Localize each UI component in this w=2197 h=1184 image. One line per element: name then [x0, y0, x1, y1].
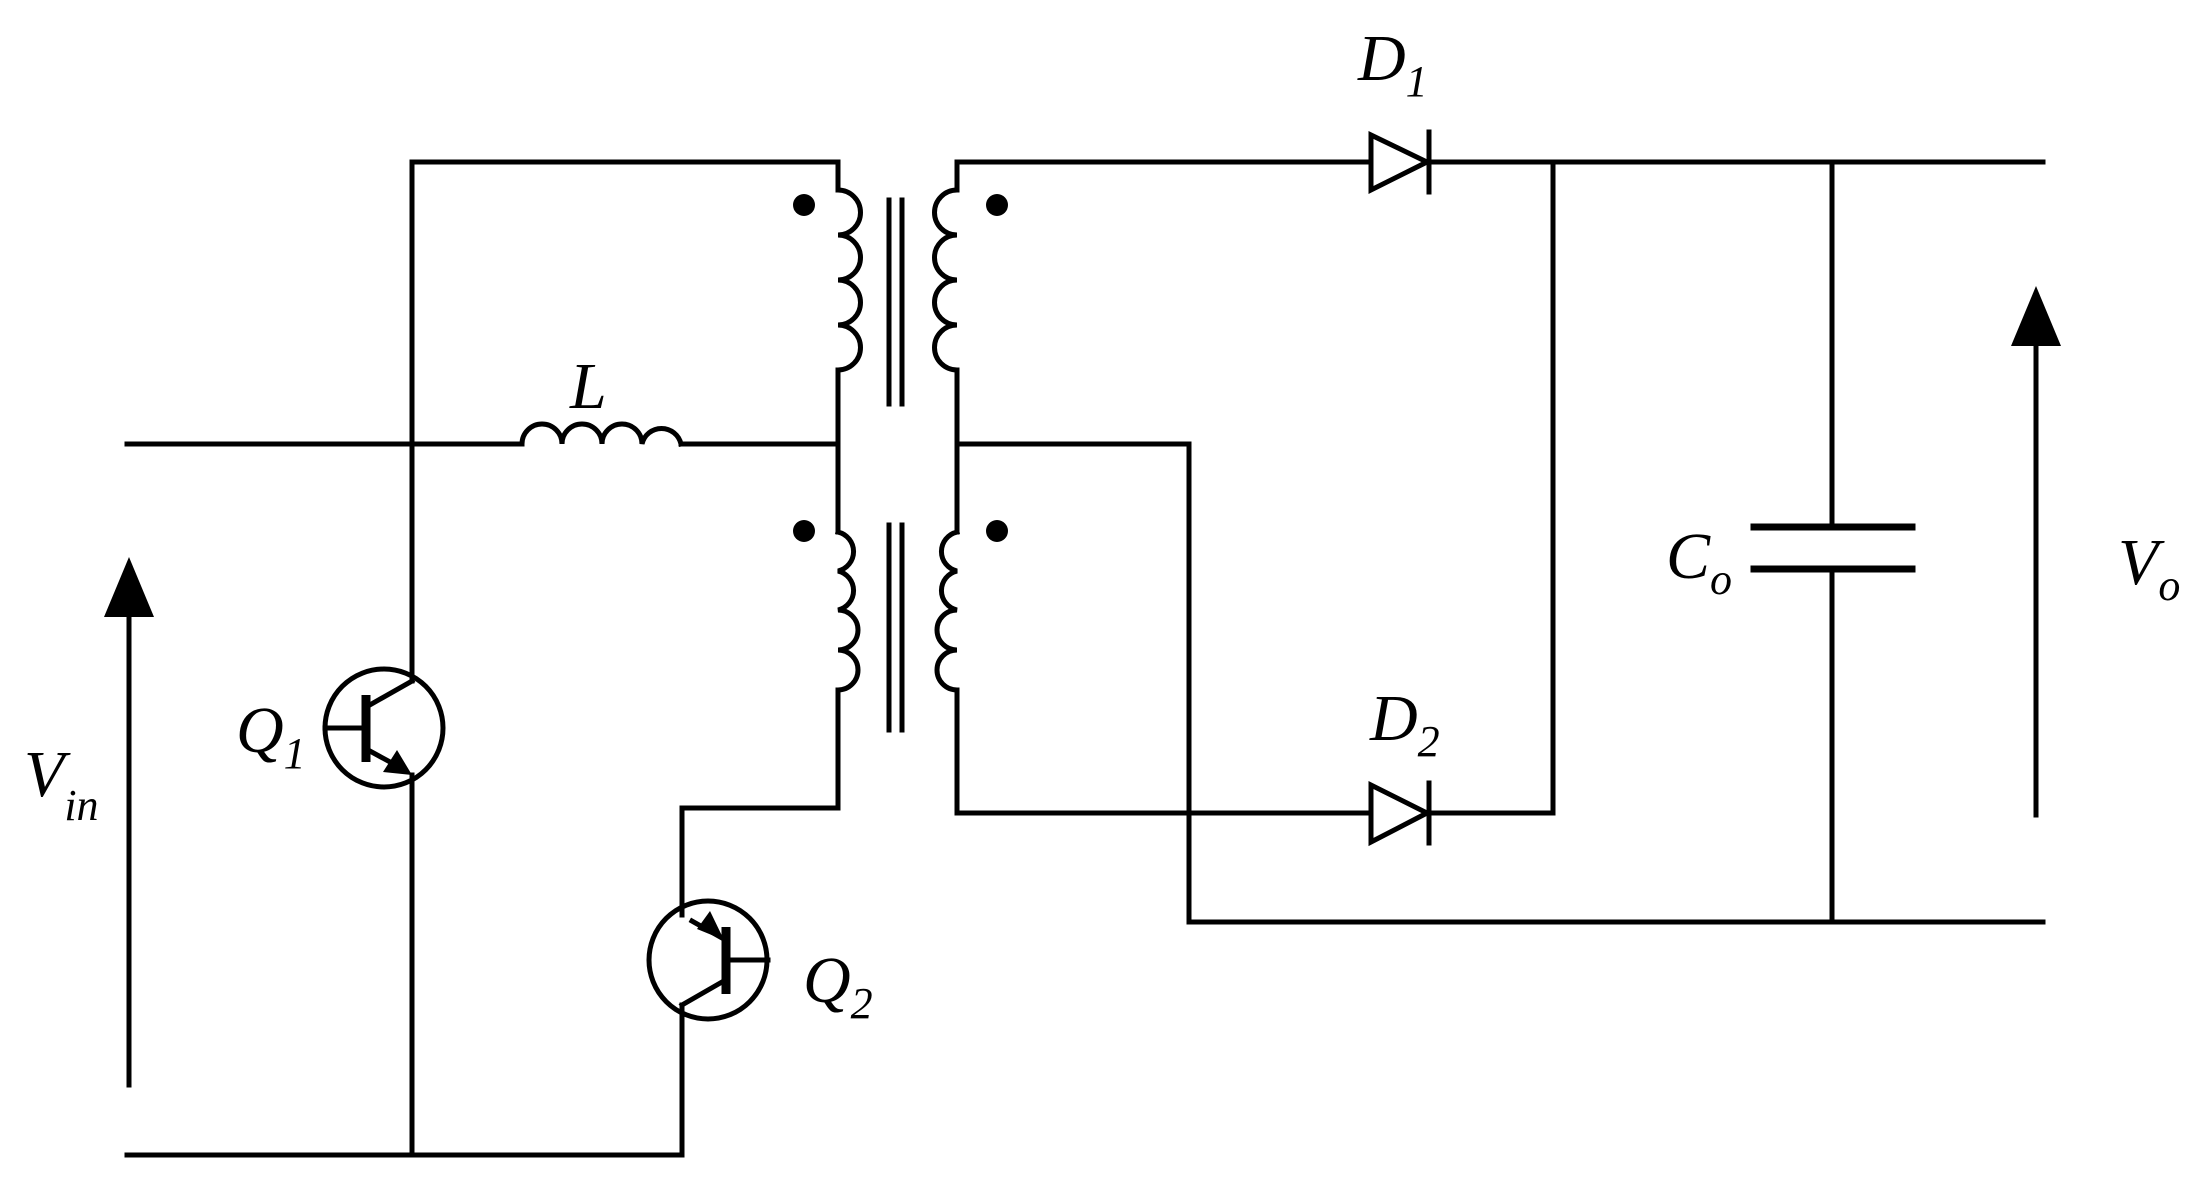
secondary-bottom-wire [954, 687, 1370, 816]
primary-winding-upper [835, 187, 863, 373]
d2-cathode-wire [1428, 159, 1556, 816]
secondary-winding-upper [932, 187, 960, 373]
diode-d1 [1368, 129, 1433, 195]
q2-collector-wire [679, 687, 841, 918]
d2-triangle [1368, 780, 1433, 847]
label-q2: Q2 [803, 944, 873, 1028]
label-co: Co [1666, 520, 1732, 604]
polarity-dot-secondary-lower [986, 520, 1008, 542]
capacitor-co [1750, 523, 1916, 573]
transistor-q2 [646, 898, 771, 1022]
vo-arrow [2011, 286, 2061, 818]
q2-collector-lead [678, 978, 726, 1009]
q2-emitter-arrow [697, 911, 724, 940]
transistor-q1 [322, 666, 446, 790]
transformer [793, 187, 1008, 733]
label-q1: Q1 [236, 694, 306, 778]
label-vo: Vo [2118, 526, 2180, 610]
vo-arrow-head [2011, 286, 2061, 346]
d1-triangle [1368, 131, 1433, 195]
label-d1: D1 [1357, 22, 1428, 106]
label-vin: Vin [24, 738, 99, 830]
q1-collector-lead [364, 677, 416, 710]
polarity-dot-primary-upper [793, 194, 815, 216]
primary-top-wire [409, 159, 841, 684]
primary-winding-lower [835, 529, 861, 693]
polarity-dot-primary-lower [793, 520, 815, 542]
secondary-center-tap-wire [954, 367, 2046, 925]
polarity-dot-secondary-upper [986, 194, 1008, 216]
inductor-l [519, 421, 684, 447]
vin-arrow [104, 557, 154, 1088]
label-d2: D2 [1369, 682, 1440, 766]
label-l: L [569, 350, 607, 423]
input-bottom-wire [124, 1002, 685, 1158]
secondary-winding-lower [934, 529, 960, 693]
q1-emitter-arrow [383, 750, 412, 775]
wires [124, 159, 2046, 1158]
vin-arrow-head [104, 557, 154, 617]
diode-d2 [1368, 780, 1433, 847]
secondary-top-wire [954, 159, 1370, 193]
